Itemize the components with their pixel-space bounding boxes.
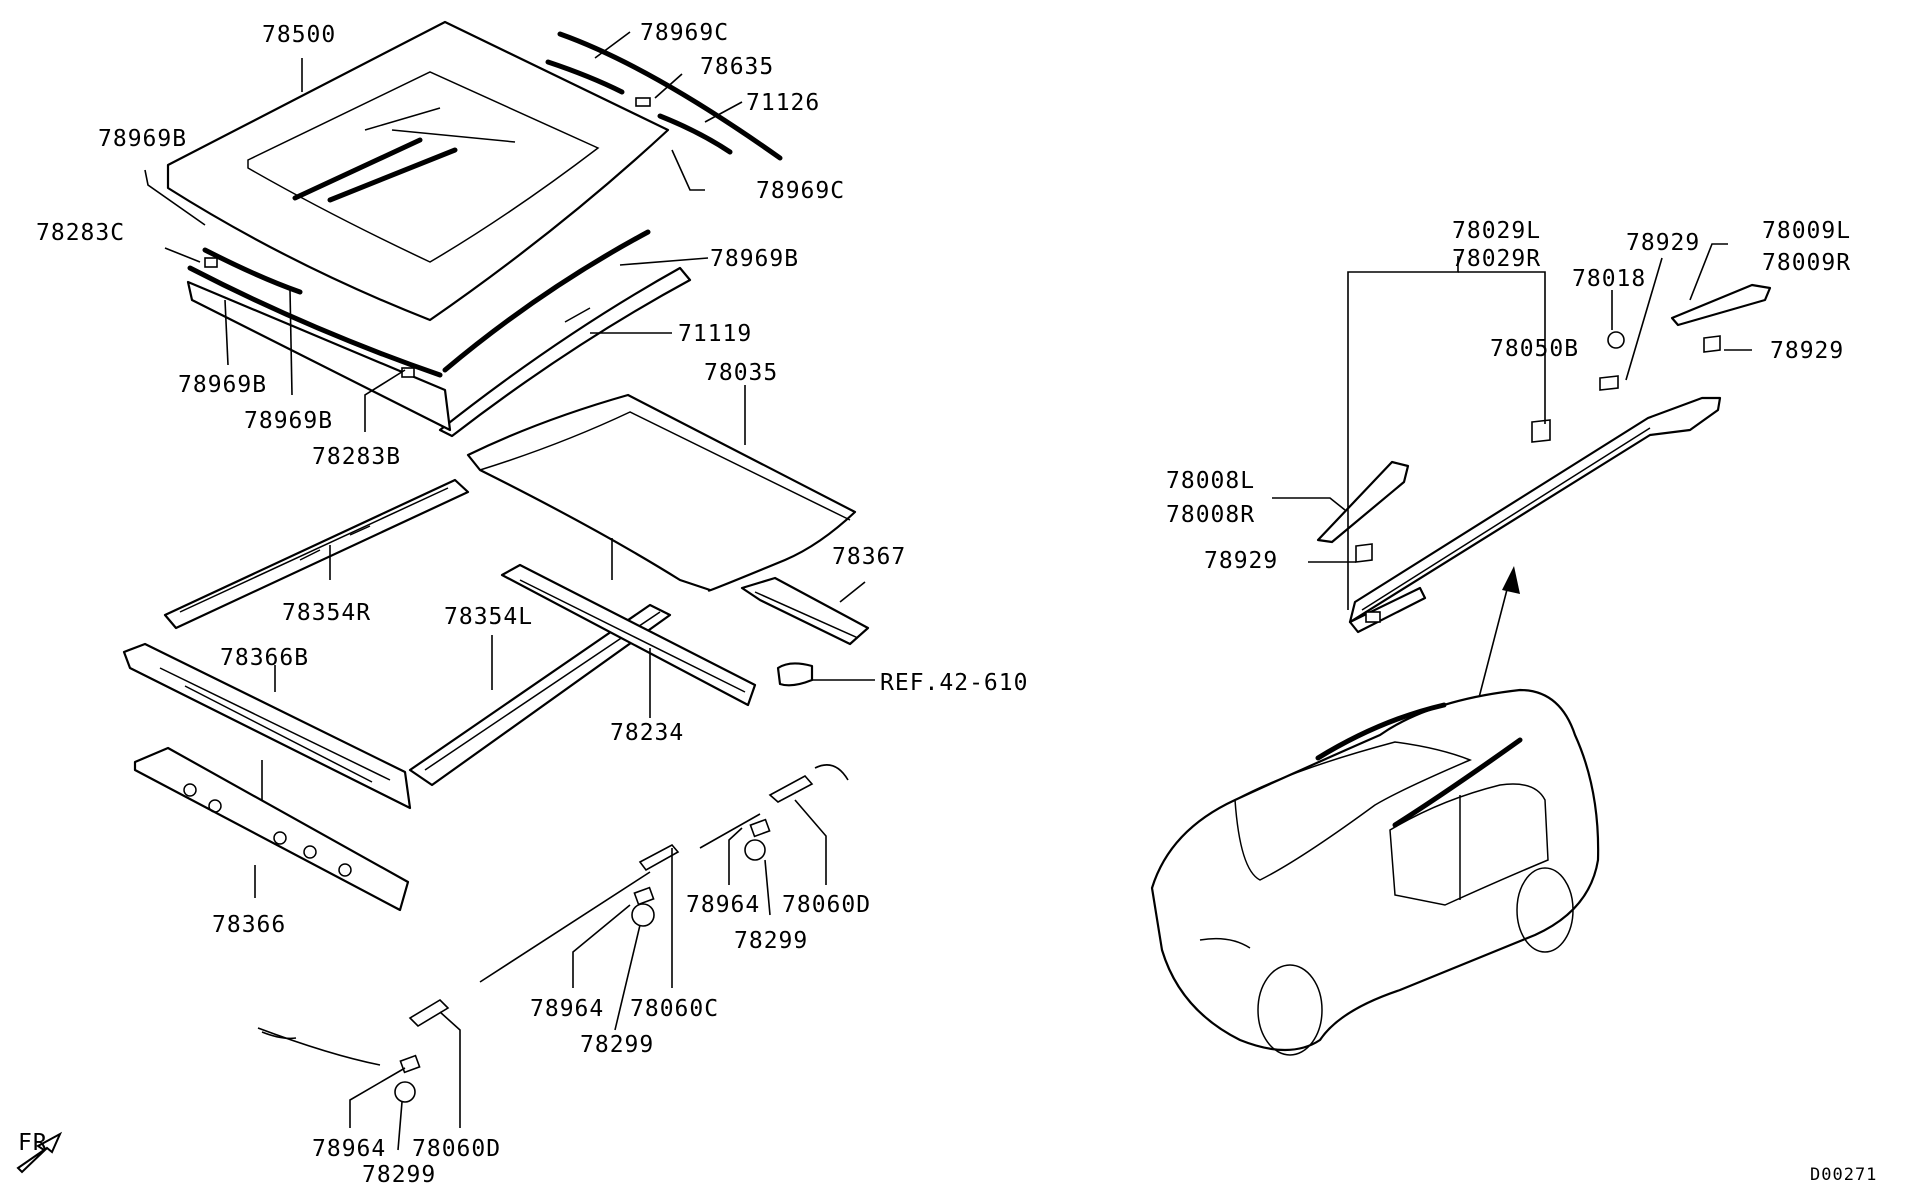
label-78050B: 78050B (1490, 336, 1579, 362)
label-78354L: 78354L (444, 604, 533, 630)
harness-clips-and-nuts[interactable] (261, 818, 771, 1103)
label-78035: 78035 (704, 360, 778, 386)
label-78283C: 78283C (36, 220, 125, 246)
label-78366B: 78366B (220, 645, 309, 671)
label-78969C-top: 78969C (640, 20, 729, 46)
label-78929-right: 78929 (1770, 338, 1844, 364)
label-71126: 71126 (746, 90, 820, 116)
label-78009L: 78009L (1762, 218, 1851, 244)
label-78366: 78366 (212, 912, 286, 938)
label-78969B-left: 78969B (98, 126, 187, 152)
roof-headliner[interactable] (466, 393, 857, 592)
label-78929-top: 78929 (1626, 230, 1700, 256)
leader-lines-right (1272, 243, 1752, 610)
vehicle-outline (1150, 688, 1600, 1056)
label-78500: 78500 (262, 22, 336, 48)
label-78008L: 78008L (1166, 468, 1255, 494)
part-labels: 78500 78969C 78635 71126 78969C 78969B 7… (18, 20, 1877, 1187)
label-78029R: 78029R (1452, 246, 1541, 272)
front-roof-bow-upper[interactable] (122, 642, 412, 810)
roof-wire-harness[interactable] (257, 764, 849, 1066)
label-78969B-bottom-mid: 78969B (244, 408, 333, 434)
front-roof-bow-lower[interactable] (133, 746, 410, 912)
label-78299-b: 78299 (580, 1032, 654, 1058)
label-78367: 78367 (832, 544, 906, 570)
label-78283B: 78283B (312, 444, 401, 470)
label-78234: 78234 (610, 720, 684, 746)
label-78060D-c: 78060D (412, 1136, 501, 1162)
roof-rail-bow-right[interactable] (163, 478, 470, 630)
label-78060C: 78060C (630, 996, 719, 1022)
label-78008R: 78008R (1166, 502, 1255, 528)
label-ref: REF.42-610 (880, 670, 1028, 696)
side-moulding-right[interactable] (438, 229, 692, 438)
label-78635: 78635 (700, 54, 774, 80)
label-78060D-a: 78060D (782, 892, 871, 918)
label-78969C-mid: 78969C (756, 178, 845, 204)
label-78964-c: 78964 (312, 1136, 386, 1162)
label-78354R: 78354R (282, 600, 371, 626)
leader-lines-left (144, 31, 875, 1151)
diagram-code: D00271 (1810, 1165, 1877, 1185)
label-78018: 78018 (1572, 266, 1646, 292)
label-78969B-right: 78969B (710, 246, 799, 272)
rail-cover-front[interactable] (1316, 460, 1410, 544)
label-fr: FR (18, 1130, 48, 1156)
label-78029L: 78029L (1452, 218, 1541, 244)
label-78969B-bottom-left: 78969B (178, 372, 267, 398)
rail-cover-rear[interactable] (1670, 283, 1772, 327)
rear-roof-bow[interactable] (500, 563, 757, 707)
rail-fasteners[interactable] (1355, 331, 1721, 563)
front-direction-arrow-icon (16, 1131, 63, 1174)
label-78299-c: 78299 (362, 1162, 436, 1187)
label-78009R: 78009R (1762, 250, 1851, 276)
label-78299-a: 78299 (734, 928, 808, 954)
label-71119: 71119 (678, 321, 752, 347)
roof-rail[interactable] (1348, 396, 1722, 634)
roof-moulding-strips-right[interactable] (545, 31, 783, 161)
roof-glass-panel[interactable] (166, 20, 670, 322)
roof-frame-panel[interactable] (186, 247, 452, 432)
label-78964-a: 78964 (686, 892, 760, 918)
label-78964-b: 78964 (530, 996, 604, 1022)
label-78929-left: 78929 (1204, 548, 1278, 574)
